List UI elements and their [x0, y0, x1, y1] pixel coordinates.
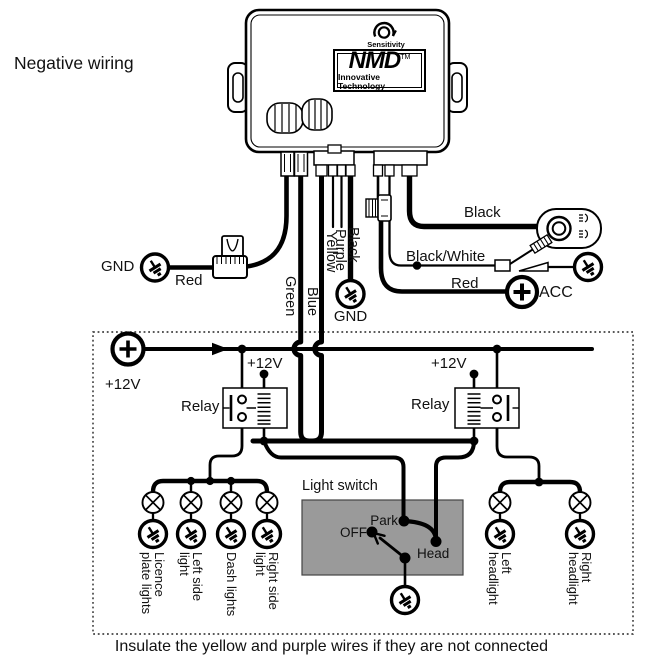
- manual-switch: [494, 233, 553, 272]
- lamp-icon-licence: [141, 491, 165, 514]
- gnd-icon-headlamp2: [564, 518, 596, 550]
- brand-logo: NMDTM Innovative Technology: [333, 49, 426, 92]
- left-relay-output: [208, 419, 244, 483]
- light-switch-label: Light switch: [302, 478, 378, 494]
- head-line: [434, 439, 476, 543]
- gnd-left-label: GND: [101, 258, 135, 275]
- lamp-icon-rightside: [255, 491, 279, 514]
- lamp-gnd-stubs: [151, 511, 582, 522]
- gnd-icon-lamp2: [175, 518, 207, 550]
- gnd-icon-left: [139, 252, 171, 283]
- red-left-label: Red: [175, 272, 203, 289]
- plus12v-right-label: +12V: [431, 355, 467, 372]
- footer-caption: Insulate the yellow and purple wires if …: [114, 638, 549, 655]
- right-relay-output: [495, 419, 541, 484]
- black-sensor-wire: [406, 165, 543, 230]
- lamp-icon-leftside: [179, 491, 203, 514]
- grommets: [266, 98, 333, 134]
- sensor-pod: [536, 208, 602, 249]
- left-headlight-label: Left headlight: [486, 552, 514, 605]
- dashed-border: [92, 331, 634, 635]
- gnd-icon-headlamp1: [484, 518, 516, 550]
- brand-tagline: Innovative Technology: [338, 72, 386, 91]
- black-wire-label: Black: [345, 227, 361, 263]
- gnd-module-label: GND: [333, 308, 368, 325]
- off-label: OFF: [340, 525, 367, 540]
- page-title: Negative wiring: [14, 53, 134, 73]
- module-connectors: [280, 144, 428, 177]
- fuse-holder: [212, 235, 248, 279]
- gnd-icon-lightswitch: [389, 584, 421, 616]
- trademark: TM: [400, 54, 411, 61]
- red-right-label: Red: [451, 275, 479, 292]
- lamp-icon-dash: [219, 491, 243, 514]
- black-white-wire: [388, 166, 498, 267]
- sensitivity-knob-icon: [373, 21, 397, 39]
- plus12v-source-icon: [110, 331, 146, 367]
- gnd-icon-module: [335, 278, 366, 310]
- beam-on-icon: [579, 213, 589, 223]
- left-side-light-label: Left side light: [177, 552, 205, 602]
- black-white-label: Black/White: [406, 248, 486, 265]
- acc-label: ACC: [539, 284, 573, 301]
- brand-name: NMDTM: [348, 47, 411, 74]
- acc-icon: [504, 274, 540, 310]
- dash-lights-label: Dash lights: [223, 552, 239, 617]
- beam-off-icon: [579, 229, 589, 239]
- park-label: Park: [370, 513, 398, 528]
- right-side-light-label: Right side light: [253, 552, 281, 610]
- bus-arrow: [212, 342, 229, 356]
- gnd-icon-lamp4: [251, 518, 283, 550]
- red-wire-right: [378, 217, 510, 294]
- light-switch-internals: [366, 515, 442, 564]
- plus12v-left-label: +12V: [247, 355, 283, 372]
- licence-plate-lights-label: Licence plate lights: [139, 552, 167, 615]
- park-line: [262, 439, 406, 523]
- lamp-icon-leftheadlight: [488, 491, 512, 514]
- right-relay: [454, 387, 520, 429]
- blue-wire-label: Blue: [304, 287, 320, 317]
- black-sensor-label: Black: [464, 204, 501, 221]
- gnd-icon-lamp1: [137, 518, 169, 550]
- right-relay-coil: [467, 393, 481, 425]
- lamp-icon-rightheadlight: [568, 491, 592, 514]
- right-relay-label: Relay: [411, 396, 450, 413]
- sensitivity-label: Sensitivity: [367, 40, 405, 49]
- left-relay-label: Relay: [181, 398, 220, 415]
- head-label: Head: [417, 546, 450, 561]
- right-headlight-label: Right headlight: [566, 552, 594, 605]
- left-relay-coil: [257, 393, 271, 425]
- gnd-icon-switch: [572, 251, 604, 283]
- gnd-icon-lamp3: [215, 518, 247, 550]
- junction-dots: [186, 261, 544, 487]
- inline-plug: [365, 194, 392, 222]
- plus12v-source-label: +12V: [105, 376, 141, 393]
- left-relay: [222, 387, 288, 429]
- green-wire-label: Green: [282, 276, 298, 317]
